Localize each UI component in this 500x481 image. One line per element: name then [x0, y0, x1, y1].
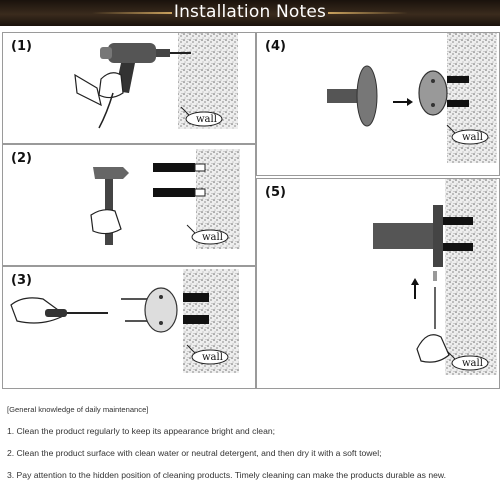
wall-label-4: wall	[462, 132, 483, 143]
banner-rule-left	[92, 12, 172, 14]
mount-plate-icon	[418, 70, 469, 116]
step-panel-4: (4) wall	[256, 32, 500, 176]
step-label-3: (3)	[11, 273, 32, 288]
title-banner: Installation Notes	[0, 0, 500, 26]
hammer-illustration: wall	[90, 149, 240, 249]
wall-plug-icon	[153, 163, 206, 197]
page-title: Installation Notes	[173, 2, 327, 22]
step-panel-3: (3) wall	[2, 266, 256, 389]
wall-label-2: wall	[202, 232, 223, 243]
notes-item-3: 3. Pay attention to the hidden position …	[7, 470, 447, 480]
towel-bar-icon	[373, 205, 473, 267]
screwdriver-icon	[10, 297, 108, 324]
fixing-illustration: wall	[373, 179, 497, 375]
screwdriver-illustration: wall	[10, 269, 239, 373]
step-label-4: (4)	[265, 39, 286, 54]
wall-texture	[445, 179, 497, 375]
drill-icon	[74, 43, 191, 129]
step-label-1: (1)	[11, 39, 32, 54]
maintenance-notes: [General knowledge of daily maintenance]…	[0, 397, 500, 481]
mount-plate-icon	[121, 287, 178, 333]
drill-illustration: wall	[74, 33, 238, 129]
wall-label-1: wall	[196, 114, 217, 125]
arrow-right-icon	[393, 98, 413, 106]
wall-label-5: wall	[462, 358, 483, 369]
towel-bar-icon	[327, 65, 378, 127]
notes-item-1: 1. Clean the product regularly to keep i…	[7, 426, 276, 436]
step-panel-2: (2) wall	[2, 144, 256, 266]
step-panel-5: (5) wall	[256, 178, 500, 389]
arrow-up-icon	[411, 278, 419, 299]
mounting-illustration: wall	[327, 33, 497, 163]
wall-label-3: wall	[202, 352, 223, 363]
notes-header: [General knowledge of daily maintenance]	[7, 405, 149, 414]
notes-item-2: 2. Clean the product surface with clean …	[7, 448, 382, 458]
hammer-icon	[90, 167, 129, 245]
hex-key-icon	[416, 271, 450, 363]
step-label-2: (2)	[11, 151, 32, 166]
banner-rule-right	[328, 12, 408, 14]
step-label-5: (5)	[265, 185, 286, 200]
step-panel-1: (1) wall	[2, 32, 256, 144]
